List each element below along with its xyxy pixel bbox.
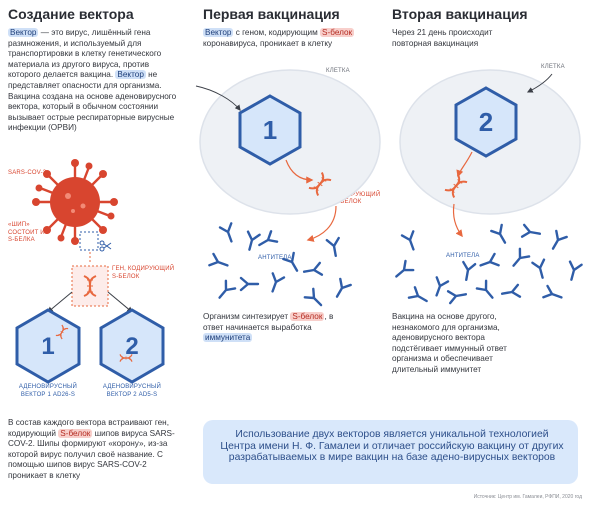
source-note: Источник: Центр им. Гамалеи, РФПИ, 2020 … — [473, 494, 582, 500]
col1-intro: Вектор — это вирус, лишённый гена размно… — [8, 28, 177, 133]
vector-label-col2: AD26-S — [228, 168, 251, 174]
antibodies-col3 — [391, 223, 583, 308]
col3-outro: Вакцина на основе другого, незнакомого д… — [392, 312, 507, 374]
antibody-label-col2: Антитела — [258, 255, 292, 261]
vector-2-hexagon-col3: 2 — [454, 86, 518, 158]
vector-term: Вектор — [8, 28, 39, 37]
virus-label: SARS-COV-2 — [8, 170, 47, 176]
callout-box: Использование двух векторов является уни… — [203, 420, 578, 484]
vector-2-number: 2 — [125, 333, 138, 360]
vector-label-col3: AD5-S — [428, 118, 447, 124]
adenovirus-vector-1-icon: 1 — [15, 308, 81, 384]
gene-label-col2: Ген, кодирующий S-белок — [334, 184, 381, 205]
gene-label-col3: Ген, кодирующий S-белок — [470, 184, 517, 205]
spike-label: «Шип» состоит из S-белка — [8, 222, 49, 243]
col3-title: Вторая вакцинация — [392, 6, 528, 22]
adenovirus-vector-2-icon: 2 — [99, 308, 165, 384]
gene-box — [71, 265, 109, 307]
vector-1-hexagon-col2: 1 — [238, 94, 302, 166]
cell-label-col2: Клетка — [326, 68, 350, 74]
spike-highlight-box — [79, 231, 99, 251]
callout-text: Использование двух векторов является уни… — [220, 429, 564, 464]
vector2-label: Аденовирусный вектор 2 AD5-S — [102, 384, 162, 398]
col2-title: Первая вакцинация — [203, 6, 340, 22]
svg-text:2: 2 — [479, 107, 493, 137]
antibodies-col2 — [208, 222, 352, 311]
scissors-icon — [99, 240, 112, 252]
dna-icon — [307, 171, 333, 197]
vector-term: Вектор — [115, 70, 146, 80]
cell-label-col3: Клетка — [541, 64, 565, 70]
s-protein-term: S-белок — [290, 312, 325, 321]
col1-title: Создание вектора — [8, 6, 134, 22]
col3-intro: Через 21 день происходит повторная вакци… — [392, 28, 493, 48]
s-protein-term: S-белок — [320, 28, 355, 37]
col2-outro: Организм синтезирует S-белок, в ответ на… — [203, 312, 334, 343]
svg-text:1: 1 — [263, 115, 277, 145]
dna-icon — [443, 173, 469, 199]
vector-term: Вектор — [203, 28, 234, 37]
vector1-label: Аденовирусный вектор 1 AD26-S — [18, 384, 78, 398]
antibody-label-col3: Антитела — [446, 253, 480, 259]
col2-intro: Вектор с геном, кодирующим S-белок корон… — [203, 28, 355, 48]
col1-outro: В состав каждого вектора встраивают ген,… — [8, 418, 175, 480]
vector-1-number: 1 — [41, 333, 54, 360]
s-protein-term: S-белок — [58, 428, 93, 438]
immunity-term: иммунитета — [203, 333, 253, 343]
dna-icon — [83, 275, 97, 297]
gene-label-col1: Ген, кодирующий S-белок — [112, 266, 175, 280]
